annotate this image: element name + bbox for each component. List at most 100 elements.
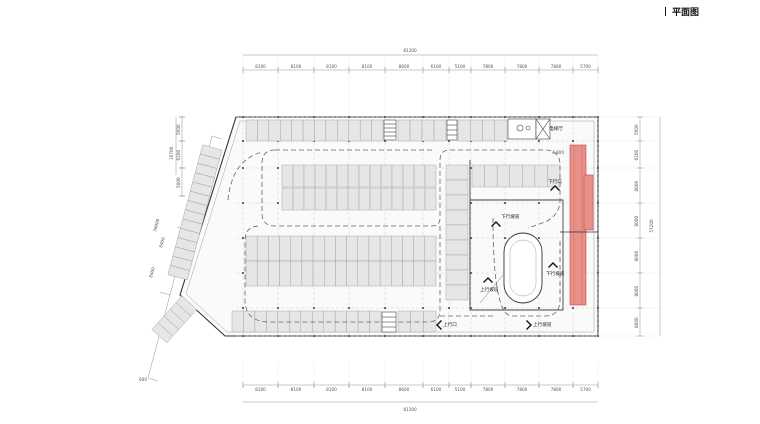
parking-stall (266, 310, 279, 333)
parking-stall (471, 164, 485, 188)
parking-stall (151, 322, 174, 344)
column (448, 140, 450, 142)
parking-stall (268, 119, 281, 142)
column (242, 140, 244, 142)
parking-stall (314, 164, 327, 188)
parking-stall (302, 119, 315, 142)
parking-stall (314, 187, 327, 211)
column (597, 116, 599, 118)
column (504, 237, 506, 239)
parking-stall (290, 260, 303, 287)
column (313, 307, 315, 309)
parking-stall (397, 119, 411, 142)
parking-stall (335, 235, 347, 262)
dim-segment-text: 8600 (399, 387, 410, 392)
parking-stall (167, 265, 190, 281)
column (348, 307, 350, 309)
parking-stall (323, 310, 336, 333)
ramp-guide-line (479, 274, 504, 304)
column (348, 116, 350, 118)
parking-stall (280, 119, 292, 142)
ramp-island-inner (509, 239, 537, 297)
column (597, 167, 599, 169)
dim-segment-text: 8000 (634, 251, 639, 262)
parking-stall (421, 119, 435, 142)
parking-stall (494, 119, 508, 142)
parking-stall (484, 164, 498, 188)
dim-segment-text: 5700 (580, 387, 591, 392)
dim-segment-text: 5100 (455, 387, 466, 392)
dim-segment-text: 8600 (399, 64, 410, 69)
column (538, 237, 540, 239)
parking-stall (445, 164, 469, 181)
label-down-ramp-right: 下行坡道 (546, 270, 565, 277)
driving-route (227, 149, 561, 323)
dim-segment-text: 5000 (176, 177, 181, 188)
column (572, 335, 574, 337)
parking-stall (337, 119, 349, 142)
parking-stall (413, 235, 426, 262)
column (470, 335, 472, 337)
column (277, 167, 279, 169)
parking-stall (391, 164, 404, 188)
parking-stall (359, 119, 372, 142)
column (470, 307, 472, 309)
parking-stall (371, 119, 384, 142)
parking-stall (402, 260, 414, 287)
label-elevator-hall: 电梯厅 (549, 125, 563, 132)
column (384, 116, 386, 118)
column (422, 307, 424, 309)
column (277, 116, 279, 118)
parking-stall (445, 224, 469, 241)
parking-stall (379, 260, 392, 287)
parking-stall (358, 187, 371, 211)
parking-stall (380, 187, 393, 211)
parking-stall (402, 187, 415, 211)
parking-stall (325, 164, 338, 188)
dim-segment-text: 7800 (483, 387, 494, 392)
ramp-island (503, 232, 543, 304)
parking-stall (445, 284, 469, 301)
column (242, 272, 244, 274)
dim-segment-text: 8100 (326, 387, 337, 392)
dim-segment-text: 8100 (326, 64, 337, 69)
dim-segment-text: 8100 (255, 64, 266, 69)
parking-stall (357, 310, 370, 333)
label-down-ramp: 下行坡道 (501, 213, 520, 220)
dim-segment-text: 5600 (634, 124, 639, 135)
parking-stall (433, 119, 447, 142)
parking-stall (368, 235, 381, 262)
column (572, 140, 574, 142)
parking-stall (402, 164, 415, 188)
direction-arrows (436, 185, 560, 330)
column (504, 307, 506, 309)
dim-segment-text: 8000 (634, 216, 639, 227)
column (313, 335, 315, 337)
column (470, 237, 472, 239)
dim-segment-text: 7800 (551, 387, 562, 392)
diag-small-text: 600 (139, 377, 147, 382)
parking-stall (380, 164, 393, 188)
parking-stall (413, 164, 426, 188)
column (242, 202, 244, 204)
dim-segment-text: 7800 (517, 64, 528, 69)
parking-stall (291, 119, 304, 142)
column (597, 335, 599, 337)
column (470, 116, 472, 118)
parking-stall (335, 260, 347, 287)
dim-segment-text: 8100 (362, 387, 373, 392)
parking-stall (391, 260, 403, 287)
dim-segment-text: 8100 (255, 387, 266, 392)
column (422, 116, 424, 118)
column (572, 307, 574, 309)
column (242, 116, 244, 118)
parking-stall (424, 235, 437, 262)
parking-stall (369, 310, 382, 333)
parking-stall (334, 310, 347, 333)
column (277, 335, 279, 337)
column (504, 335, 506, 337)
